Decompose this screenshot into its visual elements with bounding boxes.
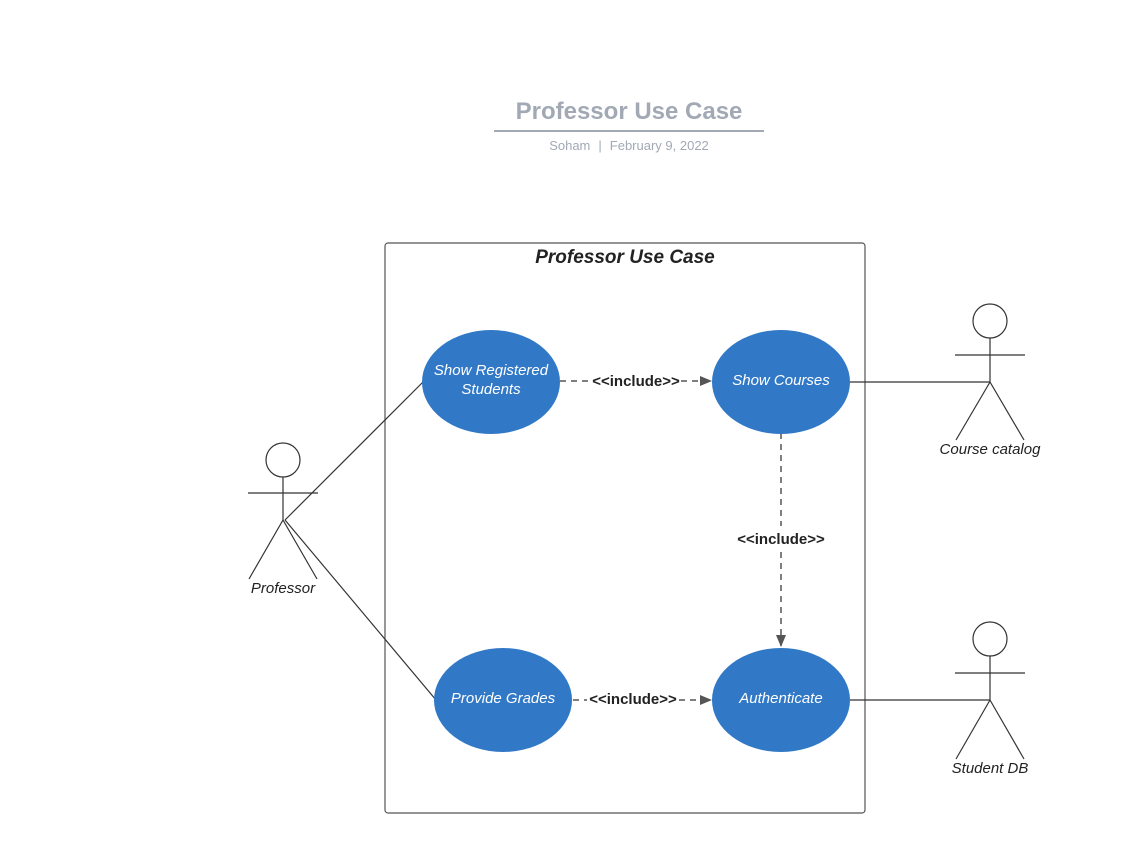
actor-course-catalog-left-leg: [955, 381, 991, 441]
document-meta: Soham | February 9, 2022: [494, 137, 764, 155]
use-case-show-registered-students-label-line2: Students: [461, 381, 521, 398]
actor-professor[interactable]: [248, 442, 318, 580]
document-author: Soham: [549, 138, 591, 153]
association-professor-show-registered[interactable]: [284, 381, 424, 521]
use-case-show-registered-students[interactable]: Show Registered Students: [422, 330, 560, 434]
meta-separator: |: [598, 138, 602, 153]
actor-student-db-head-icon: [972, 621, 1008, 657]
include-bottom-label: <<include>>: [589, 691, 677, 708]
system-boundary[interactable]: [384, 242, 866, 814]
actor-professor-left-leg: [248, 519, 284, 580]
actor-course-catalog-head-icon: [972, 303, 1008, 339]
system-title: Professor Use Case: [535, 247, 715, 268]
use-case-show-courses-label: Show Courses: [732, 372, 830, 389]
actor-student-db-left-leg: [955, 699, 991, 760]
association-professor-provide-grades[interactable]: [284, 519, 437, 701]
document-date: February 9, 2022: [609, 138, 709, 153]
use-case-authenticate[interactable]: Authenticate: [712, 648, 850, 752]
use-case-show-courses-shape[interactable]: [712, 330, 850, 434]
actor-student-db-right-leg: [989, 699, 1025, 760]
actor-professor-head-icon: [265, 442, 301, 478]
actor-professor-right-leg: [282, 519, 318, 580]
use-case-provide-grades[interactable]: Provide Grades: [434, 648, 572, 752]
actor-course-catalog[interactable]: [955, 303, 1025, 441]
actor-student-db[interactable]: [955, 621, 1025, 760]
use-case-show-registered-students-shape[interactable]: [422, 330, 560, 434]
use-case-authenticate-label: Authenticate: [738, 690, 822, 707]
use-case-authenticate-shape[interactable]: [712, 648, 850, 752]
actor-professor-label: Professor: [251, 580, 316, 597]
actor-course-catalog-label: Course catalog: [940, 441, 1042, 458]
use-case-show-registered-students-label-line1: Show Registered: [434, 362, 549, 379]
use-case-show-courses[interactable]: Show Courses: [712, 330, 850, 434]
actor-student-db-label: Student DB: [952, 760, 1029, 777]
document-title: Professor Use Case: [494, 96, 764, 132]
use-case-provide-grades-label: Provide Grades: [451, 690, 556, 707]
use-case-provide-grades-shape[interactable]: [434, 648, 572, 752]
actor-course-catalog-right-leg: [989, 381, 1025, 441]
include-top-label: <<include>>: [592, 373, 680, 390]
document-header: Professor Use Case Soham | February 9, 202…: [494, 96, 764, 155]
include-vertical-label: <<include>>: [737, 531, 825, 548]
